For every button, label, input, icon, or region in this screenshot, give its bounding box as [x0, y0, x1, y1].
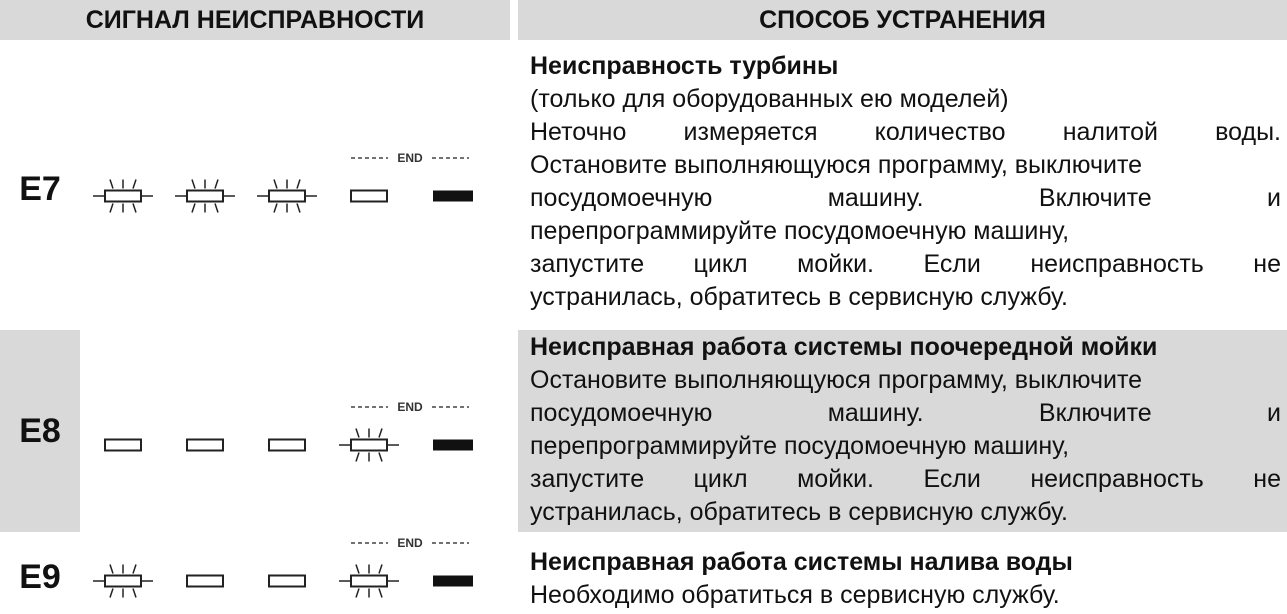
- error-code: E8: [0, 330, 80, 532]
- led-off-icon: [186, 574, 224, 588]
- led-indicators-e9: END: [93, 536, 473, 598]
- led-blinking-icon: [339, 564, 399, 598]
- led-on-icon: [433, 575, 473, 587]
- remedy-description: Неисправная работа системы налива воды Н…: [518, 540, 1287, 614]
- led-blinking-icon: [339, 428, 399, 462]
- led-blinking-icon: [93, 179, 153, 213]
- error-code: E9: [19, 557, 61, 596]
- fault-title: Неисправность турбины: [530, 52, 839, 80]
- led-on-icon: [433, 439, 473, 451]
- desc-line: запустите цикл мойки. Если неисправность…: [530, 250, 1281, 278]
- end-label: END: [397, 536, 423, 550]
- indicator-sequence: END: [93, 148, 495, 228]
- desc-line: устранилась, обратитесь в сервисную служ…: [530, 498, 1068, 526]
- led-off-icon: [268, 438, 306, 452]
- indicator-sequence: END: [104, 397, 495, 477]
- fault-title: Неисправная работа системы налива воды: [530, 548, 1073, 576]
- desc-line: запустите цикл мойки. Если неисправность…: [530, 465, 1281, 493]
- desc-line: Неточно измеряется количество налитой во…: [530, 118, 1281, 146]
- desc-line: посудомоечную машину. Включите и: [530, 399, 1281, 427]
- led-off-icon: [268, 574, 306, 588]
- end-label: END: [397, 400, 423, 414]
- led-off-icon: [104, 438, 142, 452]
- header-signal: СИГНАЛ НЕИСПРАВНОСТИ: [0, 0, 510, 40]
- desc-line: (только для оборудованных ею моделей): [530, 85, 1009, 113]
- fault-title: Неисправная работа системы поочередной м…: [530, 333, 1158, 361]
- remedy-description: Неисправная работа системы поочередной м…: [518, 330, 1287, 532]
- led-indicators-e7: END: [93, 151, 473, 213]
- led-on-icon: [433, 190, 473, 202]
- desc-line: перепрограммируйте посудомоечную машину,: [530, 217, 1070, 245]
- error-code: E7: [19, 169, 61, 208]
- desc-line: устранилась, обратитесь в сервисную служ…: [530, 283, 1068, 311]
- indicator-sequence: END: [93, 536, 495, 613]
- desc-line: посудомоечную машину. Включите и: [530, 184, 1281, 212]
- header-remedy: СПОСОБ УСТРАНЕНИЯ: [518, 0, 1287, 40]
- led-blinking-icon: [257, 179, 317, 213]
- desc-line: перепрограммируйте посудомоечную машину,: [530, 432, 1070, 460]
- desc-line: Остановите выполняющуюся программу, выкл…: [530, 151, 1143, 179]
- led-indicators-e8: END: [104, 400, 473, 462]
- led-blinking-icon: [175, 179, 235, 213]
- end-label: END: [397, 151, 423, 165]
- desc-line: Необходимо обратиться в сервисную службу…: [530, 581, 1060, 609]
- led-off-icon: [186, 438, 224, 452]
- led-off-icon: [350, 189, 388, 203]
- remedy-description: Неисправность турбины (только для оборуд…: [518, 48, 1287, 330]
- led-blinking-icon: [93, 564, 153, 598]
- desc-line: Остановите выполняющуюся программу, выкл…: [530, 366, 1143, 394]
